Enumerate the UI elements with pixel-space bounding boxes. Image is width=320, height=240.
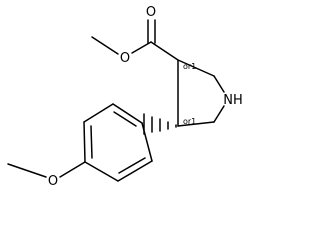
bond-ar-meta-right-para xyxy=(84,161,119,182)
c4-stereo-label: or1 xyxy=(183,117,196,126)
methoxy-oxygen-label: O xyxy=(48,174,58,189)
bond-ar-ortho-right-meta-right-inner xyxy=(118,157,146,174)
bond-aryl-methoxy-oxygen xyxy=(59,161,86,178)
bond-c5-c4 xyxy=(177,121,215,127)
bond-ester-oxygen-carbonyl xyxy=(131,41,152,54)
amine-label: NH xyxy=(223,93,243,108)
bond-c2-n1 xyxy=(213,75,225,93)
bond-ar-para-meta-left xyxy=(83,121,86,163)
hashed-wedge-bond xyxy=(143,113,177,135)
molecule-structure: O O NH O or1 or1 xyxy=(7,5,243,189)
bond-methoxy-oxygen-methyl xyxy=(7,163,47,178)
bond-ar-ortho-right-meta-right xyxy=(117,160,153,182)
bond-ar-ortho-left-ipso-inner xyxy=(113,111,137,127)
bond-carbonyl-c3 xyxy=(150,41,179,61)
bond-ar-meta-left-ortho-left xyxy=(83,103,114,123)
bond-ar-ipso-ortho-right xyxy=(141,122,153,162)
bond-methyl-ester-oxygen xyxy=(91,36,119,55)
bond-ar-ortho-left-ipso xyxy=(112,103,143,124)
c3-stereo-label: or1 xyxy=(183,62,196,71)
bond-ar-para-meta-left-inner xyxy=(90,125,93,159)
bond-c3-c2 xyxy=(177,59,215,77)
carbonyl-oxygen-label: O xyxy=(146,5,156,20)
ester-oxygen-label: O xyxy=(120,51,130,66)
bond-n1-c5 xyxy=(213,105,225,123)
